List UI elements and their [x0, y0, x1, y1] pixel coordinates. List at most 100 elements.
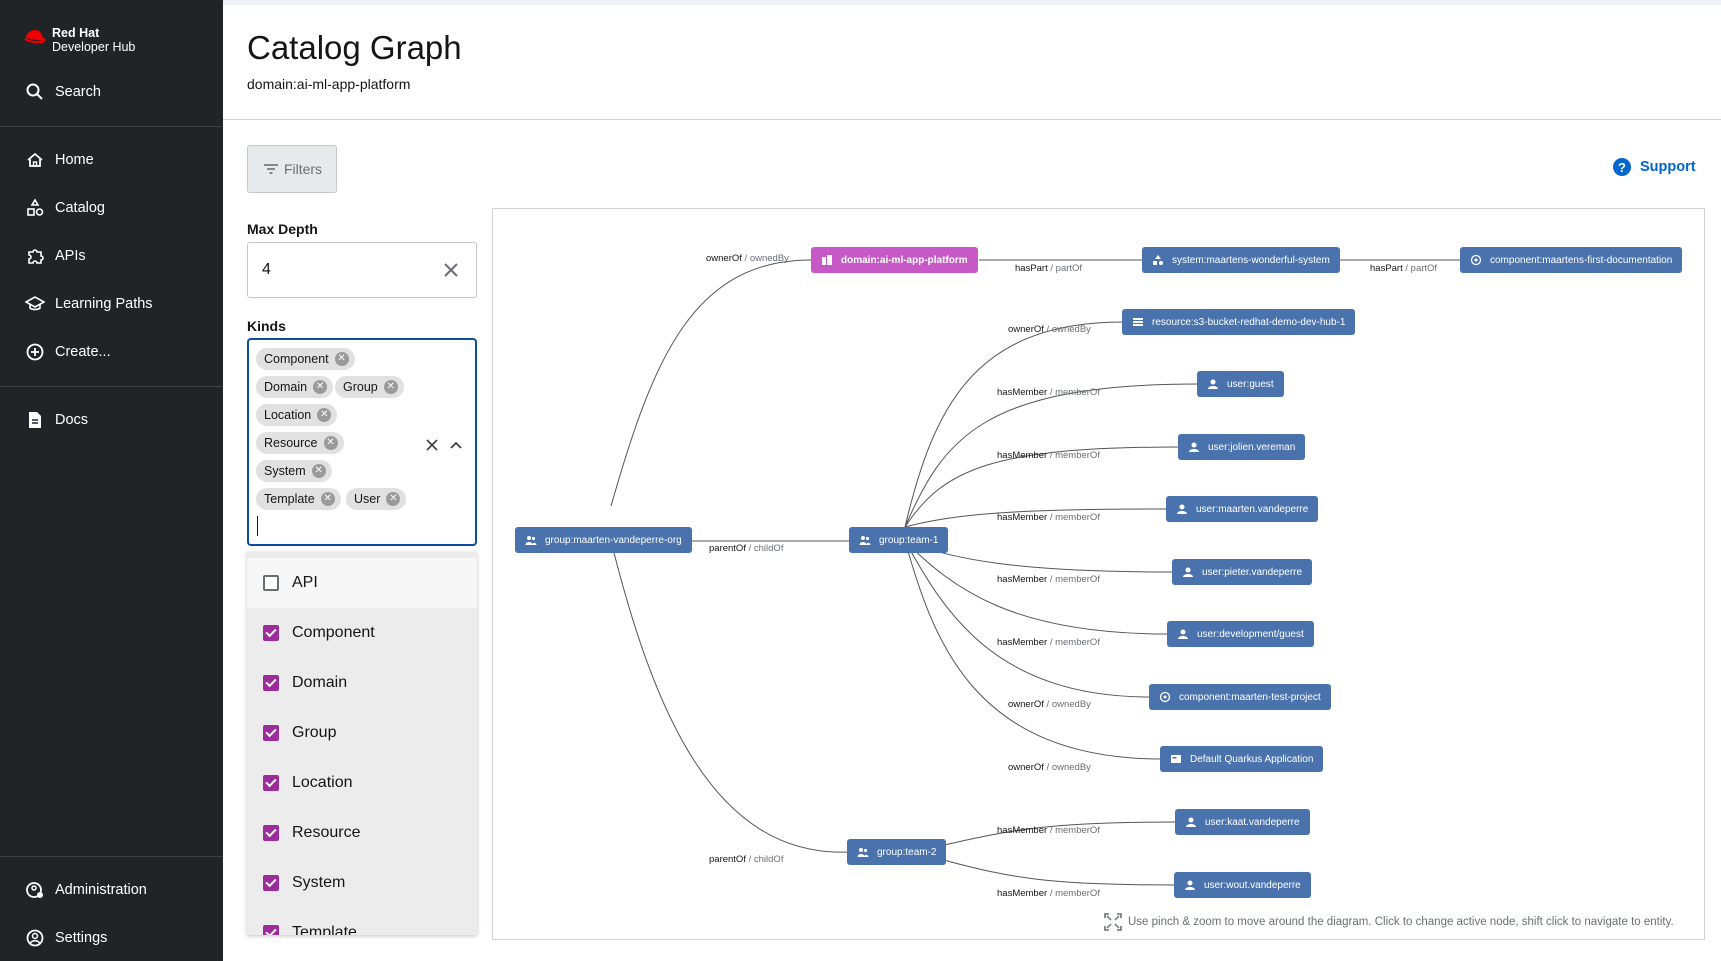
- node-label: user:development/guest: [1197, 628, 1304, 640]
- chip-remove-icon[interactable]: ✕: [320, 492, 335, 506]
- chip-resource: Resource✕: [256, 432, 344, 454]
- max-depth-label: Max Depth: [247, 221, 318, 237]
- chip-remove-icon[interactable]: ✕: [323, 436, 338, 450]
- sidebar-item-apis[interactable]: APIs: [25, 244, 86, 268]
- edge-team2-kaat: [939, 821, 1177, 847]
- option-domain[interactable]: Domain: [247, 658, 477, 708]
- node-label: group:team-2: [877, 846, 937, 858]
- option-component[interactable]: Component: [247, 608, 477, 658]
- sidebar-item-create[interactable]: Create...: [25, 340, 111, 364]
- kinds-dropdown-list: API Component Domain Group Location Reso…: [247, 552, 477, 935]
- user-icon: [1208, 379, 1218, 389]
- chip-system: System ✕: [256, 460, 332, 482]
- node-label: system:maartens-wonderful-system: [1172, 254, 1330, 266]
- support-button[interactable]: ? Support: [1613, 158, 1696, 176]
- catalog-graph[interactable]: ownerOf / ownedBy hasPart / partOf hasPa…: [492, 208, 1705, 940]
- checkbox-checked-icon[interactable]: [263, 675, 279, 691]
- edge-label-ownerof: ownerOf / ownedBy: [706, 253, 789, 264]
- chip-remove-icon[interactable]: ✕: [383, 380, 398, 394]
- option-location[interactable]: Location: [247, 758, 477, 808]
- brand-logo[interactable]: Red Hat Developer Hub: [22, 26, 135, 54]
- node-group-team1[interactable]: group:team-1: [849, 527, 949, 553]
- node-user-pieter[interactable]: user:pieter.vandeperre: [1172, 559, 1313, 585]
- edge-label-parentof: parentOf / childOf: [709, 854, 784, 865]
- group-icon: [857, 848, 869, 857]
- clear-icon[interactable]: [423, 436, 441, 454]
- checkbox-checked-icon[interactable]: [263, 775, 279, 791]
- chip-location: Location✕: [256, 404, 338, 426]
- chip-remove-icon[interactable]: ✕: [334, 352, 349, 366]
- option-label: Resource: [292, 824, 361, 841]
- sidebar-divider: [0, 386, 223, 387]
- node-user-jolien[interactable]: user:jolien.vereman: [1178, 434, 1306, 460]
- page-title: Catalog Graph: [247, 29, 462, 66]
- system-icon: [1153, 255, 1163, 265]
- puzzle-icon: [28, 249, 44, 264]
- sidebar-item-administration[interactable]: Administration: [25, 878, 147, 902]
- option-resource[interactable]: Resource: [247, 808, 477, 858]
- user-icon: [1189, 442, 1199, 452]
- kinds-select[interactable]: Component✕ Domain✕ Group✕ Location✕ Reso…: [247, 338, 477, 546]
- node-component-doc[interactable]: component:maartens-first-documentation: [1460, 247, 1682, 273]
- filters-button[interactable]: Filters: [247, 145, 337, 193]
- edge-label-haspart: hasPart / partOf: [1370, 263, 1438, 274]
- user-icon: [1178, 629, 1188, 639]
- clear-icon[interactable]: [442, 261, 460, 279]
- add-circle-icon: [26, 343, 44, 361]
- checkbox-checked-icon[interactable]: [263, 875, 279, 891]
- node-system[interactable]: system:maartens-wonderful-system: [1142, 247, 1340, 273]
- chevron-up-icon[interactable]: [447, 436, 465, 454]
- chip-remove-icon[interactable]: ✕: [386, 492, 401, 506]
- edge-label-hasmember: hasMember / memberOf: [997, 512, 1100, 523]
- node-label: user:pieter.vandeperre: [1202, 566, 1303, 578]
- sidebar-item-catalog[interactable]: Catalog: [25, 196, 105, 220]
- checkbox-checked-icon[interactable]: [263, 925, 279, 935]
- node-user-maarten[interactable]: user:maarten.vandeperre: [1166, 496, 1319, 522]
- sidebar-search[interactable]: Search: [25, 80, 101, 104]
- chip-remove-icon[interactable]: ✕: [317, 408, 332, 422]
- chip-label: Group: [343, 380, 378, 394]
- sidebar-item-learning-paths[interactable]: Learning Paths: [25, 292, 153, 316]
- node-label: user:jolien.vereman: [1208, 441, 1296, 453]
- option-label: API: [292, 574, 318, 591]
- checkbox-checked-icon[interactable]: [263, 725, 279, 741]
- max-depth-input[interactable]: 4: [247, 242, 477, 298]
- option-template[interactable]: Template: [247, 908, 477, 935]
- sidebar-divider: [0, 126, 223, 127]
- option-api[interactable]: API: [247, 558, 477, 608]
- checkbox-checked-icon[interactable]: [263, 825, 279, 841]
- node-group-team2[interactable]: group:team-2: [847, 839, 947, 865]
- edge-label-ownerof: ownerOf / ownedBy: [1008, 699, 1091, 710]
- chip-remove-icon[interactable]: ✕: [311, 464, 326, 478]
- node-group-org[interactable]: group:maarten-vandeperre-org: [515, 527, 692, 553]
- checkbox-checked-icon[interactable]: [263, 625, 279, 641]
- chip-remove-icon[interactable]: ✕: [313, 380, 328, 394]
- chip-label: Template: [264, 492, 315, 506]
- sidebar-divider: [0, 856, 223, 857]
- node-user-kaat[interactable]: user:kaat.vandeperre: [1175, 809, 1310, 835]
- node-user-wout[interactable]: user:wout.vandeperre: [1174, 872, 1311, 898]
- chip-template: Template ✕: [256, 488, 341, 510]
- option-label: Template: [292, 924, 357, 935]
- option-system[interactable]: System: [247, 858, 477, 908]
- brand-line1: Red Hat: [52, 26, 100, 40]
- chip-label: System: [264, 464, 306, 478]
- node-user-guest[interactable]: user:guest: [1197, 371, 1284, 397]
- node-user-devguest[interactable]: user:development/guest: [1167, 621, 1314, 647]
- node-component-test[interactable]: component:maarten-test-project: [1149, 684, 1331, 710]
- user-icon: [1186, 817, 1196, 827]
- node-domain[interactable]: domain:ai-ml-app-platform: [811, 247, 978, 273]
- option-label: Component: [292, 624, 375, 641]
- node-label: user:guest: [1227, 378, 1274, 390]
- sidebar-item-docs[interactable]: Docs: [25, 408, 88, 432]
- red-hat-logo-icon: [24, 30, 46, 44]
- sidebar-item-home[interactable]: Home: [25, 148, 94, 172]
- node-resource[interactable]: resource:s3-bucket-redhat-demo-dev-hub-1: [1122, 309, 1356, 335]
- sidebar-item-settings[interactable]: Settings: [25, 926, 107, 950]
- node-quarkus[interactable]: Default Quarkus Application: [1160, 746, 1324, 772]
- account-icon: [26, 929, 44, 947]
- support-label: Support: [1640, 159, 1696, 175]
- option-group[interactable]: Group: [247, 708, 477, 758]
- edge-org-team2: [610, 540, 849, 853]
- checkbox-unchecked-icon[interactable]: [263, 575, 279, 591]
